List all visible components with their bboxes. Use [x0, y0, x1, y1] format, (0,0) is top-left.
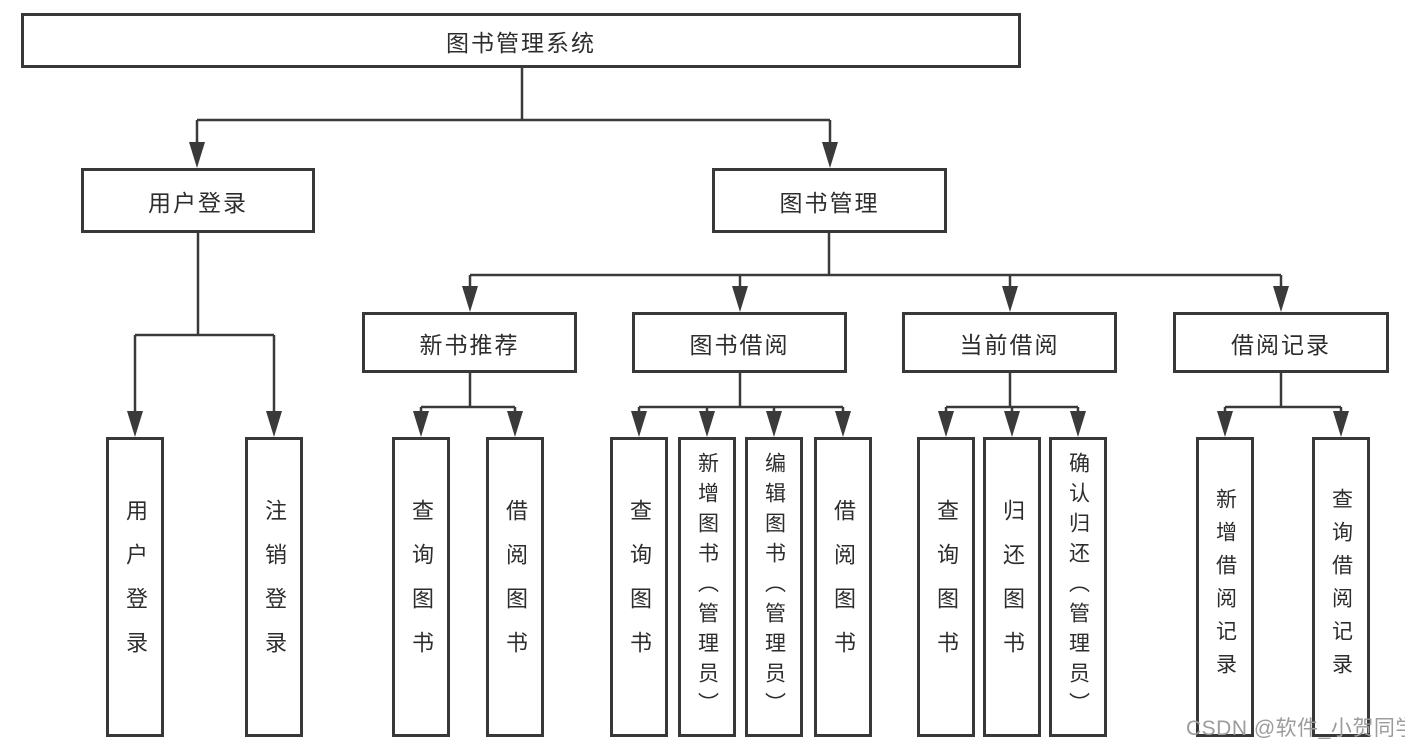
node-leaf-query-books-recommend: 查询图书	[392, 437, 450, 737]
node-library-system: 图书管理系统	[21, 13, 1021, 68]
connector-current-borrow-split	[938, 373, 1086, 437]
node-leaf-user-login: 用户登录	[106, 437, 164, 737]
node-leaf-query-books-borrow: 查询图书	[610, 437, 668, 737]
node-book-management-branch: 图书管理	[712, 168, 947, 233]
connector-book-management-split	[462, 233, 1289, 312]
node-leaf-add-borrow-record: 新增借阅记录	[1196, 437, 1254, 737]
connector-borrow-record-split	[1217, 373, 1349, 437]
node-current-borrow: 当前借阅	[902, 312, 1117, 373]
node-leaf-confirm-return-admin: 确认归还（管理员）	[1049, 437, 1107, 737]
connector-root-split	[189, 68, 838, 168]
connector-user-login-split	[127, 233, 282, 437]
node-book-borrow: 图书借阅	[632, 312, 847, 373]
connector-new-book-split	[413, 373, 523, 437]
node-leaf-query-books-current: 查询图书	[917, 437, 975, 737]
node-leaf-add-book-admin: 新增图书（管理员）	[678, 437, 736, 737]
node-leaf-borrow-books: 借阅图书	[814, 437, 872, 737]
node-leaf-query-borrow-record: 查询借阅记录	[1312, 437, 1370, 737]
node-leaf-borrow-books-recommend: 借阅图书	[486, 437, 544, 737]
connector-book-borrow-split	[631, 373, 851, 437]
node-new-book-recommend: 新书推荐	[362, 312, 577, 373]
node-leaf-edit-book-admin: 编辑图书（管理员）	[745, 437, 803, 737]
csdn-watermark: CSDN @软件_小贺同学	[1186, 717, 1405, 740]
node-user-login-branch: 用户登录	[81, 168, 315, 233]
node-leaf-return-books: 归还图书	[983, 437, 1041, 737]
node-borrow-records: 借阅记录	[1173, 312, 1389, 373]
node-leaf-logout: 注销登录	[245, 437, 303, 737]
